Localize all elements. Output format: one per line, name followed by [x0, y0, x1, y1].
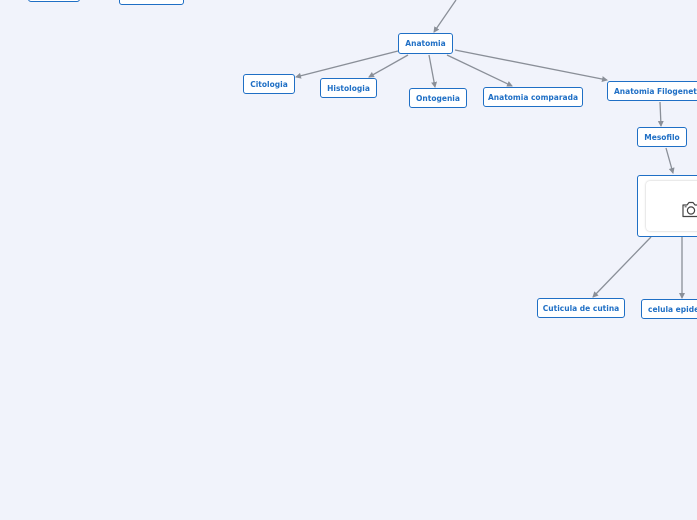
connector-anatomia-citologia: [295, 50, 399, 79]
node-ontogenia[interactable]: Ontogenia: [409, 88, 467, 108]
connector-anatomia-ontogenia: [428, 54, 438, 88]
node-cuticula[interactable]: Cuticula de cutina: [537, 298, 625, 318]
connector-filogenetica-mesofilo: [657, 101, 664, 127]
node-anatomia-label: Anatomia: [405, 39, 446, 48]
node-histologia[interactable]: Histologia: [320, 78, 377, 98]
node-mesofilo-label: Mesofilo: [644, 132, 680, 142]
node-anatomia-filogenetica[interactable]: Anatomia Filogenetica: [607, 81, 697, 101]
node-anatomia-filogenetica-label: Anatomia Filogenetica: [614, 86, 697, 96]
node-anatomia-comparada-label: Anatomia comparada: [487, 92, 579, 102]
partial-node-top-left-2[interactable]: [119, 0, 184, 5]
image-frame: [646, 181, 697, 231]
connector-anatomia-comparada: [446, 54, 513, 87]
node-celula-epidermica[interactable]: celula epidermica: [641, 299, 697, 319]
node-citologia[interactable]: Citologia: [243, 74, 295, 94]
connector-image-cuticula: [592, 236, 652, 298]
node-celula-label: celula epidermica: [648, 304, 697, 314]
node-anatomia-comparada[interactable]: Anatomia comparada: [483, 87, 583, 107]
camera-icon: [682, 201, 697, 218]
node-ontogenia-label: Ontogenia: [416, 93, 460, 103]
connector-parent-anatomia: [433, 0, 457, 33]
node-image-placeholder[interactable]: [637, 175, 697, 237]
node-cuticula-label: Cuticula de cutina: [542, 303, 620, 313]
partial-node-top-left-1[interactable]: [28, 0, 80, 2]
connector-anatomia-histologia: [368, 54, 409, 78]
node-histologia-label: Histologia: [327, 83, 370, 93]
node-mesofilo[interactable]: Mesofilo: [637, 127, 687, 147]
node-anatomia[interactable]: Anatomia: [398, 33, 453, 54]
connector-anatomia-filogenetica: [454, 49, 608, 82]
node-citologia-label: Citologia: [250, 79, 288, 89]
connector-mesofilo-image: [665, 147, 675, 174]
